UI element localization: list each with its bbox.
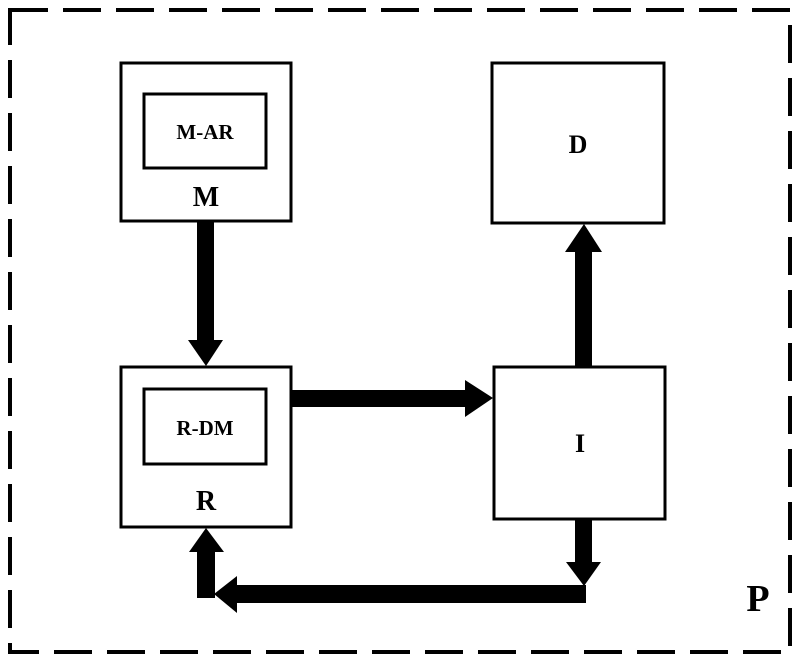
node-i-box	[492, 365, 667, 521]
edge-i-to-d-arrowhead	[565, 224, 602, 252]
edge-i-to-r	[189, 520, 601, 613]
edge-i-to-r-up-arrowhead	[189, 528, 224, 552]
node-i-label: I	[575, 429, 585, 458]
container-p-label: P	[746, 578, 769, 620]
edge-i-to-d-shaft	[575, 250, 592, 367]
node-m-inner-label: M-AR	[176, 120, 234, 144]
edge-i-to-d	[565, 224, 602, 367]
edge-i-to-r-down-shaft	[575, 520, 592, 564]
edge-i-to-r-down-arrowhead	[566, 562, 601, 586]
container-p-border	[8, 8, 792, 654]
edge-m-to-r-shaft	[197, 222, 214, 342]
edge-i-to-r-left-arrowhead	[214, 576, 237, 613]
node-d[interactable]: D	[490, 61, 666, 225]
node-r-label: R	[196, 486, 217, 517]
node-r-inner-box	[142, 387, 268, 466]
node-m-inner-box	[142, 92, 268, 170]
edge-m-to-r	[188, 222, 223, 366]
node-i[interactable]: I	[492, 365, 667, 521]
node-m[interactable]: M-AR M	[119, 61, 293, 223]
node-d-box	[490, 61, 666, 225]
node-m-label: M	[193, 182, 219, 213]
edge-r-to-i-shaft	[292, 390, 467, 407]
edge-i-to-r-up-shaft	[197, 550, 215, 598]
edge-r-to-i-arrowhead	[465, 380, 493, 417]
node-d-label: D	[569, 130, 588, 159]
edge-r-to-i	[292, 380, 493, 417]
node-r[interactable]: R-DM R	[119, 365, 293, 529]
node-r-inner-label: R-DM	[176, 416, 233, 440]
edge-m-to-r-arrowhead	[188, 340, 223, 366]
edge-i-to-r-bottom-shaft	[236, 585, 586, 603]
